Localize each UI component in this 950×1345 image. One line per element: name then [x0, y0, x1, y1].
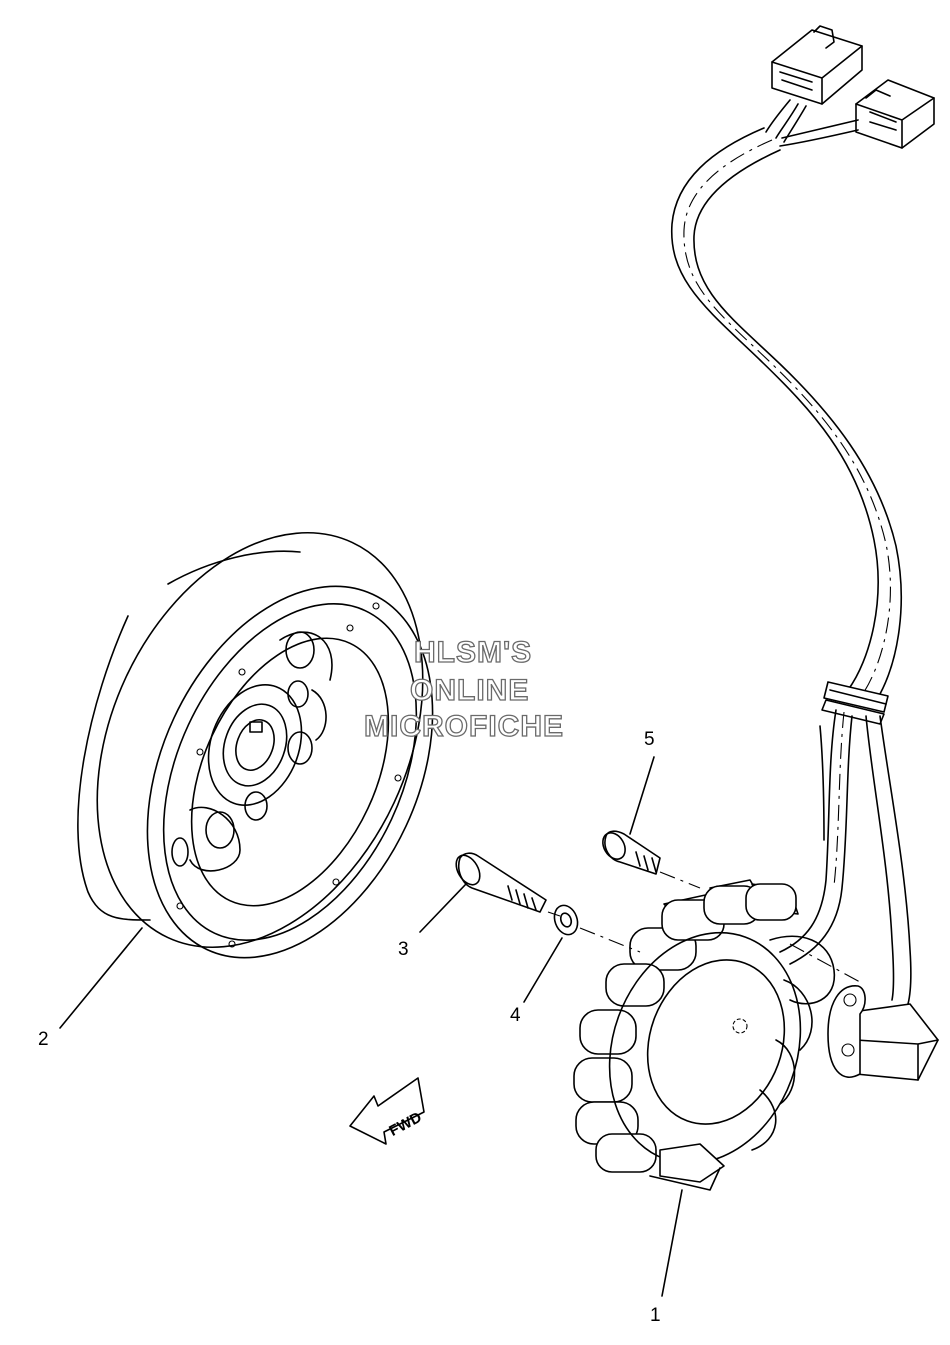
callout-part-3: 3 [398, 939, 409, 960]
pickup-coil [827, 985, 939, 1081]
flywheel-rotor [77, 531, 434, 959]
rim-bolt-holes [176, 602, 402, 948]
callout-part-4: 4 [510, 1005, 521, 1026]
watermark-line-1: HLSM'S [413, 636, 533, 669]
connector-a [771, 25, 863, 105]
assembly-lines [547, 871, 861, 983]
stator-part-1 [573, 879, 939, 1191]
screw-part-5 [602, 830, 661, 875]
wire-harness [671, 25, 935, 1005]
wire-grommet [821, 681, 889, 725]
watermark-line-3: MICROFICHE [363, 710, 564, 743]
bolt-part-3 [455, 852, 547, 913]
fwd-arrow: FWD [349, 1077, 425, 1145]
washer-part-4 [553, 904, 579, 936]
callout-part-2: 2 [38, 1029, 49, 1050]
watermark-line-2: ONLINE [409, 674, 530, 707]
callout-part-5: 5 [644, 729, 655, 750]
callout-part-1: 1 [650, 1305, 661, 1326]
connector-b [855, 79, 935, 149]
leader-lines [59, 756, 683, 1297]
